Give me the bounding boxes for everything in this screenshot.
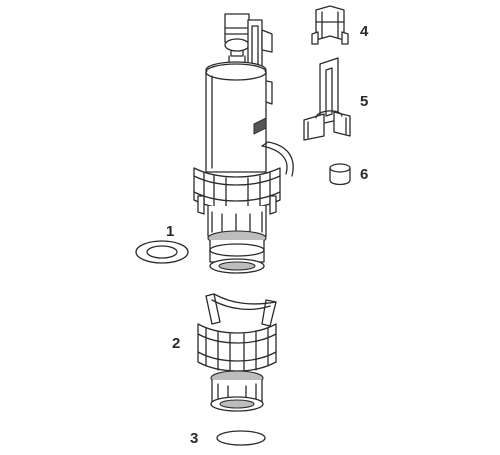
float-cage (193, 167, 281, 215)
callout-label-6: 6 (360, 166, 369, 183)
callout-label-1: 1 (166, 223, 175, 240)
part-1-washer (135, 240, 189, 264)
callout-label-3: 3 (190, 430, 199, 447)
part-2-cage-assembly (197, 293, 277, 412)
callout-label-2: 2 (172, 335, 181, 352)
part-6-cap (329, 163, 351, 186)
part-4-clip (311, 5, 349, 45)
part-5-long-clip (303, 57, 351, 141)
part-3-o-ring (216, 430, 266, 446)
callout-label-4: 4 (360, 23, 369, 40)
flush-valve-assembly (193, 13, 294, 274)
callout-label-5: 5 (360, 93, 369, 110)
valve-cylinder (205, 61, 267, 173)
valve-cage-clip (261, 141, 294, 177)
valve-base (207, 206, 267, 274)
